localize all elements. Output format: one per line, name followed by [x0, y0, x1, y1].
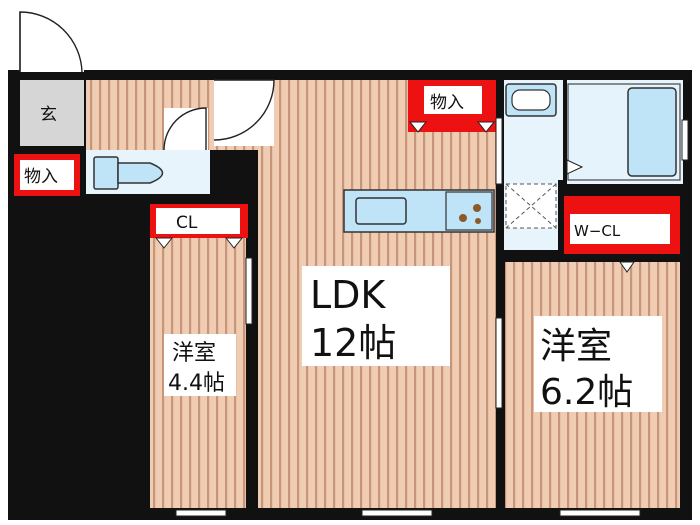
ldk-size: 12帖 — [310, 321, 396, 365]
ldk-label: LDK 12帖 — [302, 266, 450, 366]
western-large-name: 洋室 — [540, 326, 612, 367]
kitchen-counter — [343, 189, 495, 233]
western-small-size: 4.4帖 — [168, 371, 225, 396]
toilet-icon — [93, 156, 164, 190]
western-small-name: 洋室 — [172, 341, 216, 366]
walk-in-closet-label: W−CL — [574, 222, 621, 240]
sink-icon — [355, 197, 407, 225]
western-large-size: 6.2帖 — [540, 372, 633, 413]
windows — [175, 119, 689, 517]
entrance-storage: 物入 — [14, 154, 80, 196]
ldk-storage: 物入 — [408, 80, 496, 133]
ldk-storage-label: 物入 — [430, 93, 464, 113]
entrance-floor — [20, 80, 84, 146]
laundry-pan-icon — [505, 183, 557, 229]
walk-in-closet: W−CL — [564, 196, 680, 273]
western-large-label: 洋室 6.2帖 — [534, 316, 662, 413]
sliding-doors — [245, 117, 503, 409]
washbasin-icon — [505, 83, 557, 117]
ldk-name: LDK — [310, 273, 386, 317]
entrance-label: 玄 — [40, 105, 57, 125]
western-small-label: 洋室 4.4帖 — [164, 334, 236, 396]
closet-label: CL — [176, 213, 198, 233]
ldk-door — [213, 79, 275, 146]
stove-icon — [445, 191, 493, 231]
entrance-storage-label: 物入 — [24, 167, 58, 187]
toilet-door — [163, 107, 208, 151]
closet: CL — [150, 204, 248, 249]
bathtub-icon — [566, 83, 681, 181]
entry-door — [19, 10, 84, 73]
